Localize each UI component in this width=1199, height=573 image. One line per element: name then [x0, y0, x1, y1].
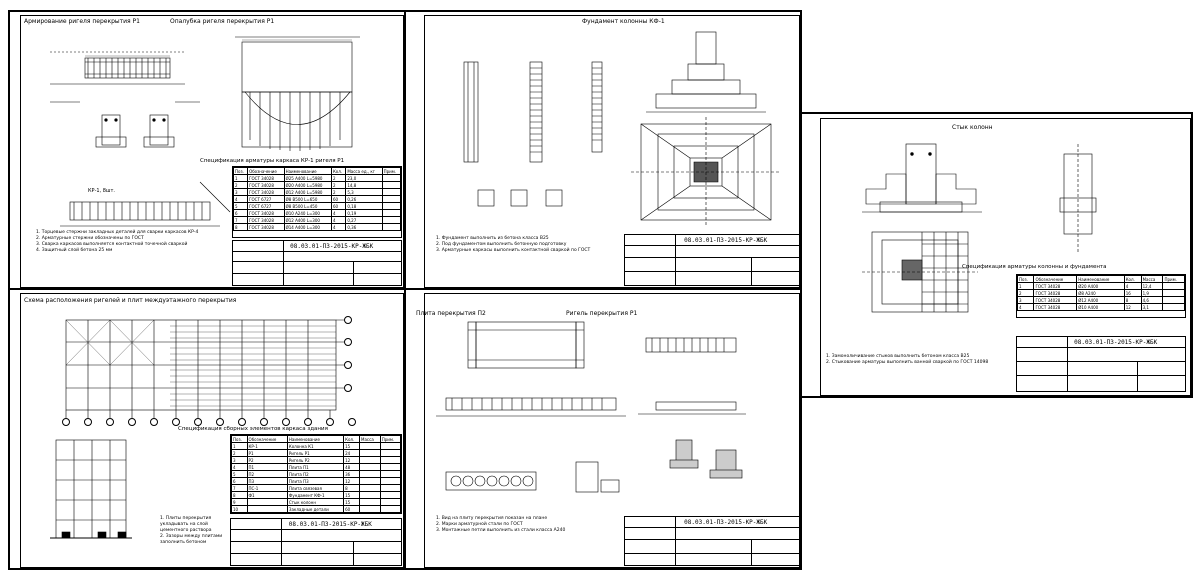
- th-mass: Масса ед., кг: [345, 167, 383, 175]
- title-layout-scheme: Схема расположения ригелей и плит междуэ…: [24, 297, 237, 304]
- title-foundation: Фундамент колонны КФ-1: [582, 18, 665, 25]
- title-block-beam: 08.03.01-ПЗ-2015-КР-ЖБК: [232, 240, 402, 286]
- axis-marker: [348, 418, 356, 426]
- title-elements-spec: Спецификация сборных элементов каркаса з…: [178, 426, 328, 432]
- layout-scheme-drawing: [50, 319, 344, 539]
- drawing-code: 08.03.01-ПЗ-2015-КР-ЖБК: [684, 237, 768, 244]
- axis-marker: [304, 418, 312, 426]
- axis-marker: [344, 361, 352, 369]
- axis-marker: [106, 418, 114, 426]
- notes-foundation: 1. Фундамент выполнить из бетона класса …: [436, 236, 591, 253]
- column-joint-drawing: [862, 143, 1097, 313]
- sheet-inner-frame: [820, 118, 1191, 396]
- axis-marker: [344, 384, 352, 392]
- sheet-inner-frame: [20, 15, 404, 288]
- title-block-column-joint: 08.03.01-ПЗ-2015-КР-ЖБК: [1016, 336, 1186, 392]
- notes-layout: 1. Плиты перекрытия укладывать на слой ц…: [160, 516, 223, 545]
- drawing-code: 08.03.01-ПЗ-2015-КР-ЖБК: [684, 519, 768, 526]
- title-beam: Ригель перекрытия Р1: [566, 310, 638, 317]
- sheet-layout-scheme: Схема расположения ригелей и плит междуэ…: [8, 288, 406, 570]
- title-block-slab-beam: 08.03.01-ПЗ-2015-КР-ЖБК: [624, 516, 800, 566]
- axis-marker: [216, 418, 224, 426]
- title-beam-formwork: Опалубка ригеля перекрытия Р1: [170, 18, 275, 25]
- axis-marker: [62, 418, 70, 426]
- axis-marker: [238, 418, 246, 426]
- title-column-spec: Спецификация арматуры колонны и фундамен…: [962, 264, 1107, 270]
- axis-marker: [326, 418, 334, 426]
- th-doc: Обозначение: [247, 167, 285, 175]
- drawing-code: 08.03.01-ПЗ-2015-КР-ЖБК: [288, 521, 372, 528]
- axis-marker: [282, 418, 290, 426]
- beam-reinforcement-drawing: [50, 36, 360, 227]
- axis-marker: [344, 338, 352, 346]
- th-qty: Кол.: [330, 167, 347, 175]
- sheet-slab-beam: Плита перекрытия П2 Ригель перекрытия Р1: [404, 288, 802, 570]
- drawing-code: 08.03.01-ПЗ-2015-КР-ЖБК: [290, 243, 374, 250]
- axis-marker: [150, 418, 158, 426]
- sheet-inner-frame: [424, 293, 800, 568]
- title-block-layout: 08.03.01-ПЗ-2015-КР-ЖБК: [230, 518, 402, 566]
- foundation-drawing: [463, 31, 781, 227]
- sheet-beam-reinforcement: Армирование ригеля перекрытия Р1 Опалубк…: [8, 10, 406, 290]
- sheet-foundation: Фундамент колонны КФ-1 1. Фундаме: [404, 10, 802, 290]
- notes-column-joint: 1. Замоноличивание стыков выполнить бето…: [826, 354, 989, 365]
- axis-marker: [344, 316, 352, 324]
- label-kp-1: КР-1, 8шт.: [88, 188, 115, 194]
- title-slab: Плита перекрытия П2: [416, 310, 486, 317]
- title-beam-spec: Спецификация арматуры каркаса КР-1 ригел…: [200, 158, 345, 164]
- axis-marker: [128, 418, 136, 426]
- drawing-code: 08.03.01-ПЗ-2015-КР-ЖБК: [1074, 339, 1158, 346]
- title-beam-reinforcement: Армирование ригеля перекрытия Р1: [24, 18, 140, 25]
- axis-marker: [260, 418, 268, 426]
- axis-marker: [172, 418, 180, 426]
- th-note: Прим.: [381, 167, 402, 175]
- sheet-column-joint: Стык колонн Спецификация арматуры колонн…: [800, 112, 1193, 398]
- title-block-foundation: 08.03.01-ПЗ-2015-КР-ЖБК: [624, 234, 800, 286]
- th-name: Наименование: [283, 167, 332, 175]
- slab-beam-drawing: [436, 321, 746, 493]
- axis-marker: [194, 418, 202, 426]
- sheet-inner-frame: [20, 293, 404, 568]
- notes-beam: 1. Торцевые стержни закладных деталей дл…: [36, 230, 199, 253]
- title-column-joint: Стык колонн: [952, 124, 993, 131]
- th-pos: Поз.: [232, 167, 249, 175]
- sheet-inner-frame: [424, 15, 800, 288]
- notes-slab-beam: 1. Вид на плиту перекрытия показан на пл…: [436, 516, 566, 533]
- axis-marker: [84, 418, 92, 426]
